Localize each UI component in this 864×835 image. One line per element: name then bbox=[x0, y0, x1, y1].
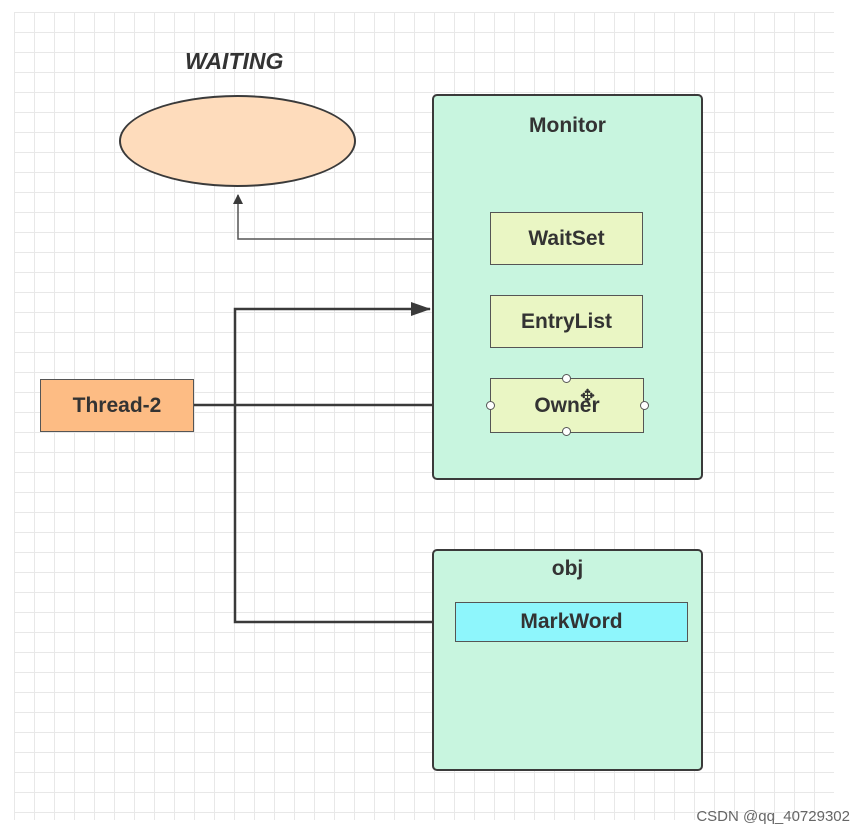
waitset-box: WaitSet bbox=[490, 212, 643, 265]
obj-panel: obj bbox=[432, 549, 703, 771]
obj-title: obj bbox=[551, 557, 584, 580]
owner-handle-left[interactable] bbox=[486, 401, 495, 410]
thread-2-box: Thread-2 bbox=[40, 379, 194, 432]
waiting-label: WAITING bbox=[185, 48, 284, 74]
owner-box[interactable]: Owner bbox=[490, 378, 644, 433]
monitor-title: Monitor bbox=[529, 114, 606, 137]
owner-handle-top[interactable] bbox=[562, 374, 571, 383]
waiting-ellipse bbox=[119, 95, 356, 187]
owner-handle-right[interactable] bbox=[640, 401, 649, 410]
watermark: CSDN @qq_40729302 bbox=[696, 808, 850, 825]
entrylist-box: EntryList bbox=[490, 295, 643, 348]
owner-handle-bottom[interactable] bbox=[562, 427, 571, 436]
move-cursor-icon: ✥ bbox=[580, 386, 596, 406]
markword-box: MarkWord bbox=[455, 602, 688, 642]
waitset-to-waiting-arrow bbox=[233, 194, 490, 240]
markword-to-monitor-arrow bbox=[233, 302, 455, 624]
